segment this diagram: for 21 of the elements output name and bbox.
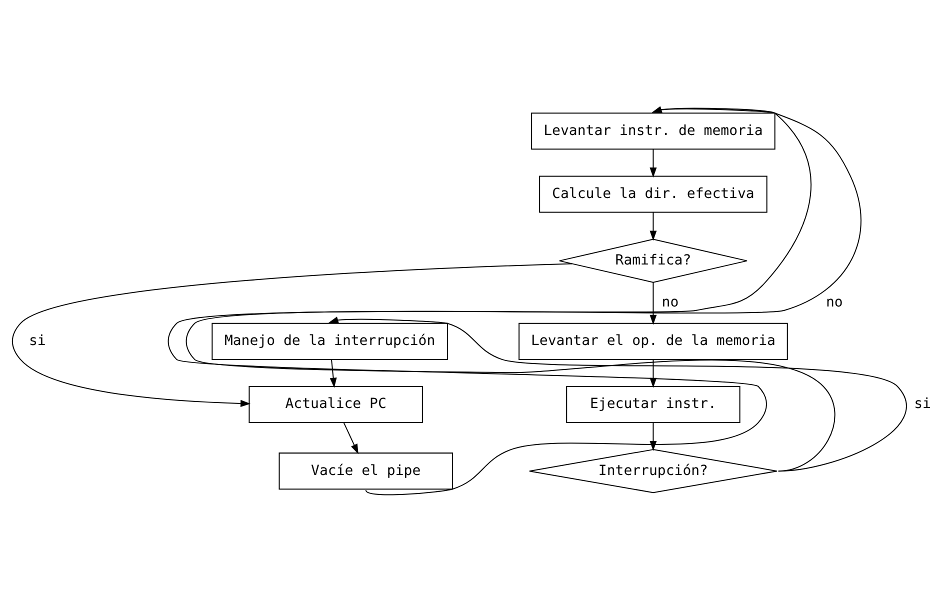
node-diamond: Interrupción? [528,449,778,494]
edge-label: no [662,294,679,311]
node-box: Actualice PC [248,386,423,424]
edge-label: no [826,294,843,311]
node-box: Levantar instr. de memoria [531,112,776,150]
node-diamond: Ramifica? [558,238,748,283]
node-box: Vacíe el pipe [278,452,453,490]
arrow [650,212,657,241]
arrow [330,359,337,388]
arrow [343,422,358,454]
node-box: Manejo de la interrupción [212,322,448,360]
arrow [650,149,657,178]
node-box: Ejecutar instr. [566,386,740,424]
arrow [650,422,657,452]
arrow [328,316,907,472]
edge-label: si [914,396,931,412]
node-box: Calcule la dir. efectiva [539,176,768,213]
arrow [12,263,573,407]
node-box: Levantar el op. de la memoria [518,322,788,360]
edge-label: si [29,333,46,350]
arrow [650,282,657,325]
